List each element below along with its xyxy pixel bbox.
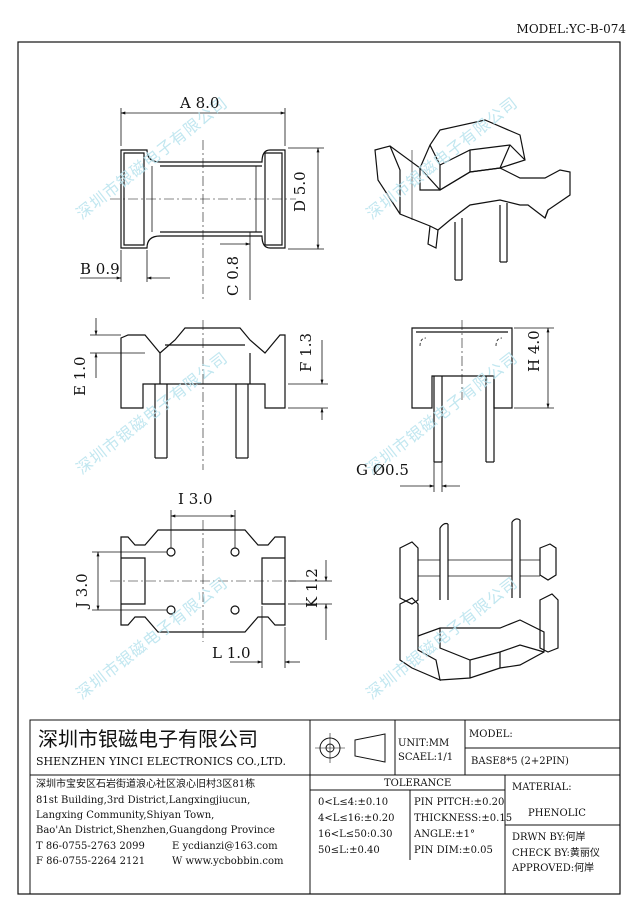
drawn-by: DRWN BY:何岸 [512,832,586,843]
check-by: CHECK BY:黄丽仪 [512,848,600,859]
unit-label: UNIT:MM [398,738,450,749]
tolerance-row: 0<L≤4:±0.10 [318,797,389,808]
bottom-view [110,520,296,642]
model-value: BASE8*5 (2+2PIN) [471,756,569,767]
dim-g-label: G Ø0.5 [356,461,409,479]
company-name-cn: 深圳市银磁电子有限公司 [38,727,258,751]
title-block [29,719,621,895]
dim-b-label: B 0.9 [80,260,120,278]
approved-by: APPROVED:何岸 [512,863,595,874]
model-header: MODEL:YC-B-074 [516,22,626,36]
tolerance-row: 50≤L:±0.40 [318,845,380,856]
pin-dim: PIN DIM:±0.05 [414,845,493,856]
dim-d-label: D 5.0 [291,171,309,212]
address-en-3: Bao'An District,Shenzhen,Guangdong Provi… [36,825,275,836]
address-cn: 深圳市宝安区石岩街道浪心社区浪心旧村3区81栋 [36,779,256,790]
scale-label: SCAEL:1/1 [398,752,454,763]
dim-h-label: H 4.0 [525,330,543,372]
address-en-2: Langxing Community,Shiyan Town, [36,810,215,821]
dim-l-label: L 1.0 [212,644,251,662]
dim-f-label: F 1.3 [297,332,315,372]
dim-e-label: E 1.0 [71,356,89,396]
front-view [120,320,286,470]
angle: ANGLE:±1° [414,829,476,840]
tolerance-row: 4<L≤16:±0.20 [318,813,395,824]
thickness: THICKNESS:±0.15 [414,813,513,824]
company-name-en: SHENZHEN YINCI ELECTRONICS CO.,LTD. [36,755,286,768]
dim-i-label: I 3.0 [178,490,213,508]
tolerance-row: 16<L≤50:0.30 [318,829,393,840]
side-view [411,320,513,463]
material-value: PHENOLIC [528,808,586,819]
iso-view-top [374,119,571,281]
iso-view-bottom [399,518,559,682]
website: W www.ycbobbin.com [172,856,284,867]
pin-pitch: PIN PITCH:±0.20 [414,797,505,808]
dim-c-label: C 0.8 [224,255,242,296]
fax: F 86-0755-2264 2121 [36,856,146,867]
dim-j-label: J 3.0 [73,573,91,608]
material-label: MATERIAL: [512,782,572,793]
address-en-1: 81st Building,3rd District,Langxingjiucu… [36,795,251,806]
dim-k-label: K 1.2 [303,568,321,608]
model-label: MODEL: [469,729,513,740]
telephone: T 86-0755-2763 2099 [36,841,145,852]
dim-a-label: A 8.0 [180,94,220,112]
email: E ycdianzi@163.com [172,841,278,852]
tolerance-title: TOLERANCE [384,778,452,789]
top-view [110,140,296,300]
